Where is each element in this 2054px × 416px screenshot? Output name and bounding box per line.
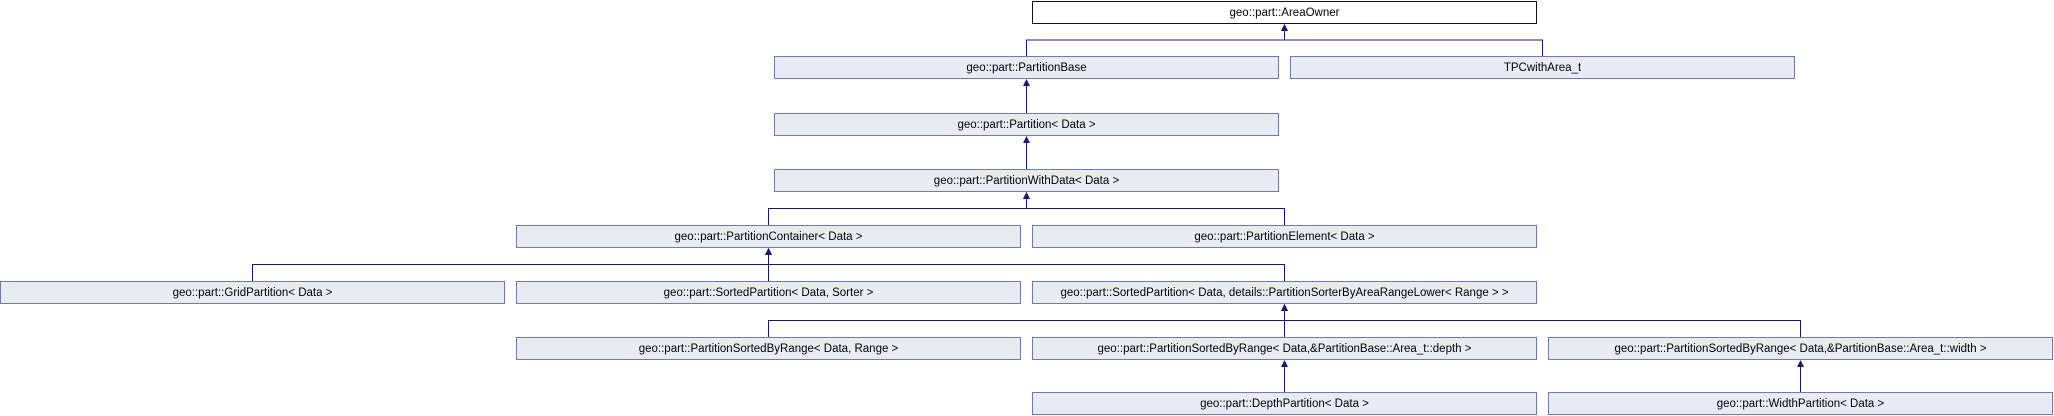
node-label: geo::part::PartitionSortedByRange< Data,… [1614, 342, 1987, 355]
edge-arrowhead [1281, 304, 1288, 311]
node-sorted-partition[interactable]: geo::part::SortedPartition< Data, Sorter… [516, 281, 1021, 304]
edge-sorted_by_range_width-to-sorted_partition_lower [1284, 310, 1801, 337]
edge-arrowhead [1023, 192, 1030, 199]
node-label: geo::part::Partition< Data > [957, 118, 1096, 131]
node-sorted-by-range-width[interactable]: geo::part::PartitionSortedByRange< Data,… [1548, 337, 2053, 360]
node-label: TPCwithArea_t [1503, 61, 1582, 74]
edge-partition_container-to-partition_with_data [768, 198, 1027, 225]
node-label: geo::part::AreaOwner [1229, 6, 1340, 19]
node-label: geo::part::PartitionWithData< Data > [933, 174, 1120, 187]
edge-arrowhead [1023, 79, 1030, 86]
edge-partition_element-to-partition_with_data [1026, 198, 1285, 225]
node-label: geo::part::GridPartition< Data > [172, 286, 333, 299]
node-area-owner[interactable]: geo::part::AreaOwner [1032, 1, 1537, 24]
node-partition-base[interactable]: geo::part::PartitionBase [774, 56, 1279, 79]
node-partition-container[interactable]: geo::part::PartitionContainer< Data > [516, 225, 1021, 248]
node-label: geo::part::SortedPartition< Data, Sorter… [663, 286, 874, 299]
edge-arrowhead [1281, 24, 1288, 31]
node-label: geo::part::PartitionContainer< Data > [674, 230, 863, 243]
node-tpc-with-area[interactable]: TPCwithArea_t [1290, 56, 1795, 79]
node-partition-with-data[interactable]: geo::part::PartitionWithData< Data > [774, 169, 1279, 192]
edge-sorted_by_range-to-sorted_partition_lower [768, 310, 1285, 337]
node-width-partition[interactable]: geo::part::WidthPartition< Data > [1548, 392, 2053, 415]
node-partition-element[interactable]: geo::part::PartitionElement< Data > [1032, 225, 1537, 248]
node-label: geo::part::PartitionSortedByRange< Data,… [1097, 342, 1472, 355]
node-grid-partition[interactable]: geo::part::GridPartition< Data > [0, 281, 505, 304]
node-label: geo::part::SortedPartition< Data, detail… [1060, 286, 1509, 299]
edge-grid_partition-to-partition_container [252, 254, 769, 281]
edge-sorted_partition_lower-to-partition_container [768, 254, 1285, 281]
node-label: geo::part::PartitionElement< Data > [1194, 230, 1375, 243]
node-sorted-partition-lower[interactable]: geo::part::SortedPartition< Data, detail… [1032, 281, 1537, 304]
edge-arrowhead [1023, 136, 1030, 143]
node-label: geo::part::PartitionSortedByRange< Data,… [638, 342, 899, 355]
node-sorted-by-range-depth[interactable]: geo::part::PartitionSortedByRange< Data,… [1032, 337, 1537, 360]
edge-tpc_with_area-to-area_owner [1284, 30, 1543, 56]
node-sorted-by-range[interactable]: geo::part::PartitionSortedByRange< Data,… [516, 337, 1021, 360]
edge-partition_base-to-area_owner [1026, 30, 1285, 56]
edge-arrowhead [1797, 360, 1804, 367]
node-label: geo::part::PartitionBase [966, 61, 1087, 74]
edge-arrowhead [1281, 360, 1288, 367]
node-partition[interactable]: geo::part::Partition< Data > [774, 113, 1279, 136]
node-label: geo::part::DepthPartition< Data > [1200, 397, 1369, 410]
edge-arrowhead [765, 248, 772, 255]
node-depth-partition[interactable]: geo::part::DepthPartition< Data > [1032, 392, 1537, 415]
node-label: geo::part::WidthPartition< Data > [1716, 397, 1885, 410]
